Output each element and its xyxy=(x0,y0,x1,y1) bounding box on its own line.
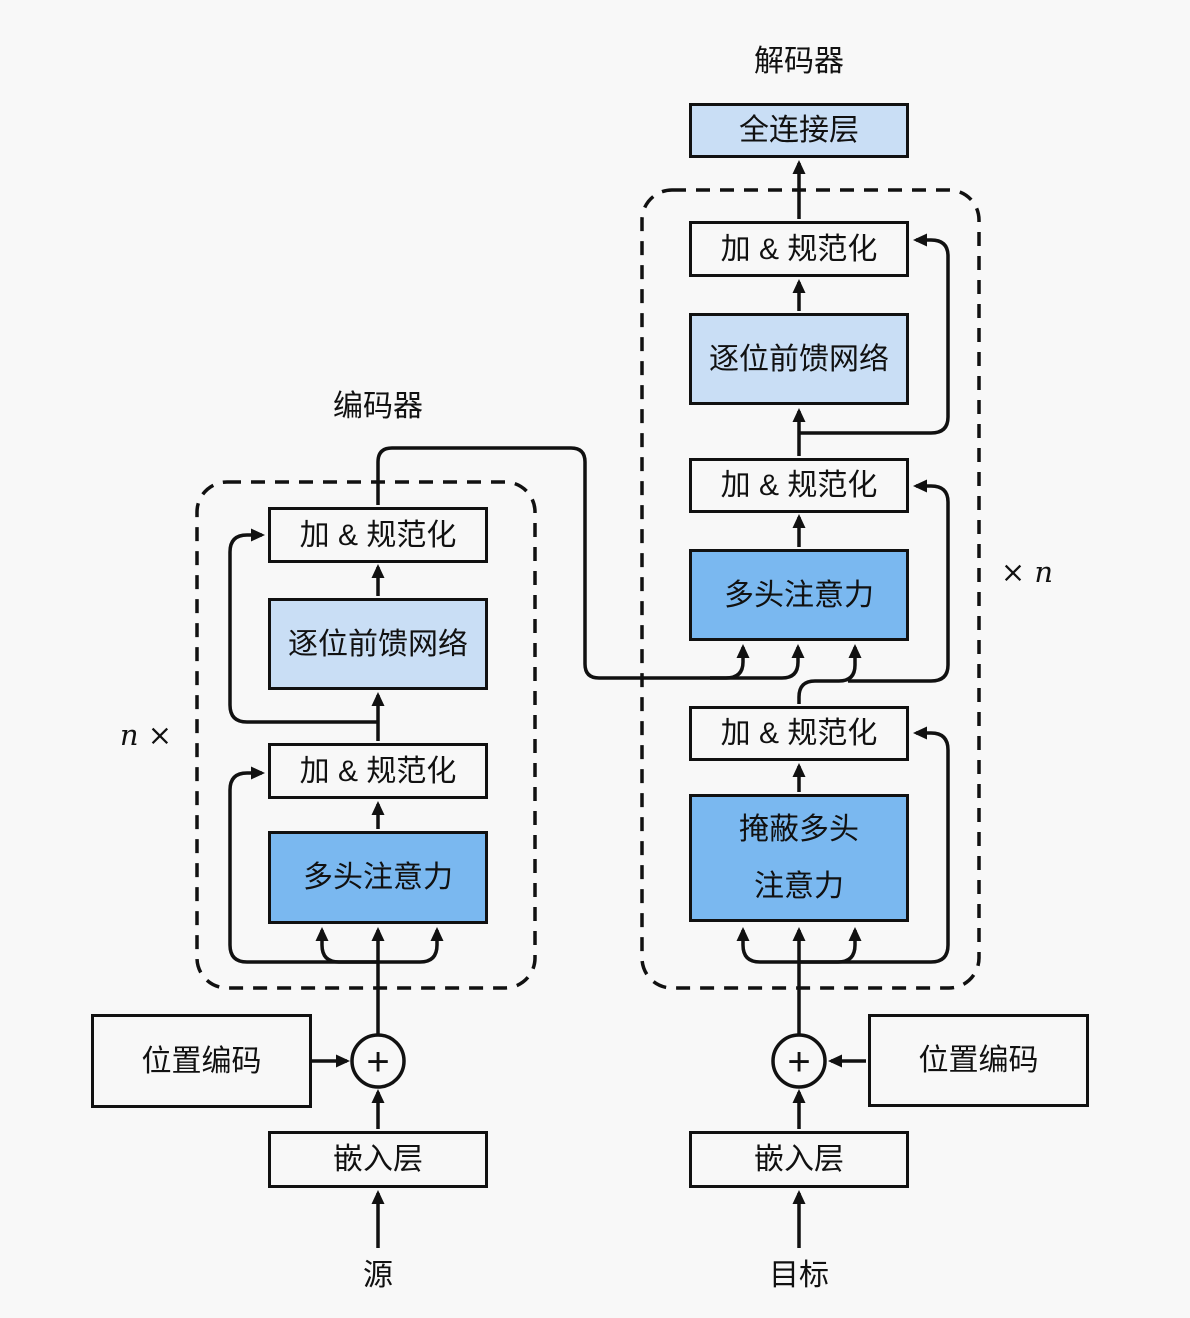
decoder-embedding-box: 嵌入层 xyxy=(689,1131,909,1188)
arrow-attention-right-input xyxy=(378,927,444,964)
encoder-multi-head-attention-box: 多头注意力 xyxy=(268,831,488,924)
arrow-attention-left-input xyxy=(315,927,378,964)
add-circle xyxy=(771,1033,827,1089)
decoder-repeat-outline xyxy=(640,188,981,990)
plus-symbol: + xyxy=(787,1040,810,1084)
decoder-input-label: 目标 xyxy=(769,1259,829,1292)
arrow-masked-attention-right-input xyxy=(799,927,862,964)
encoder-repeat-label: n × xyxy=(119,718,173,752)
decoder-dense-output-box: 全连接层 xyxy=(689,103,909,158)
decoder-wires xyxy=(736,160,950,1248)
decoder-ffn-box: 逐位前馈网络 xyxy=(689,313,909,405)
decoder-add-node: + xyxy=(771,1033,827,1089)
encoder-title: 编码器 xyxy=(333,390,423,423)
decoder-add-norm-2-box: 加 & 规范化 xyxy=(689,458,909,513)
encoder-output-to-decoder-key xyxy=(376,446,805,680)
decoder-add-norm-3-box: 加 & 规范化 xyxy=(689,706,909,761)
encoder-add-node: + xyxy=(350,1033,406,1089)
decoder-add-norm-1-box: 加 & 规范化 xyxy=(689,221,909,277)
residual-to-add-norm-2 xyxy=(848,479,950,683)
encoder-embedding-box: 嵌入层 xyxy=(268,1131,488,1188)
decoder-multi-head-attention-box: 多头注意力 xyxy=(689,549,909,641)
decoder-masked-multi-head-attention-box: 掩蔽多头 注意力 xyxy=(689,794,909,922)
encoder-wires xyxy=(228,446,805,1248)
arrow-query-to-attention xyxy=(797,644,862,704)
arrow-masked-attention-left-input xyxy=(736,927,799,964)
decoder-title: 解码器 xyxy=(754,45,844,78)
residual-to-add-norm-2 xyxy=(228,766,378,964)
plus-symbol: + xyxy=(366,1040,389,1084)
residual-to-add-norm-1 xyxy=(799,233,950,435)
encoder-add-norm-2-box: 加 & 规范化 xyxy=(268,743,488,799)
encoder-ffn-box: 逐位前馈网络 xyxy=(268,598,488,690)
encoder-output-to-decoder-value xyxy=(710,644,750,680)
residual-to-add-norm-3 xyxy=(799,726,950,964)
encoder-add-norm-1-box: 加 & 规范化 xyxy=(268,507,488,563)
decoder-repeat-label: × n xyxy=(1000,555,1054,589)
decoder-positional-encoding-box: 位置编码 xyxy=(868,1014,1089,1107)
residual-to-add-norm-1 xyxy=(228,528,378,724)
encoder-input-label: 源 xyxy=(363,1259,393,1292)
add-circle xyxy=(350,1033,406,1089)
encoder-positional-encoding-box: 位置编码 xyxy=(91,1014,312,1108)
